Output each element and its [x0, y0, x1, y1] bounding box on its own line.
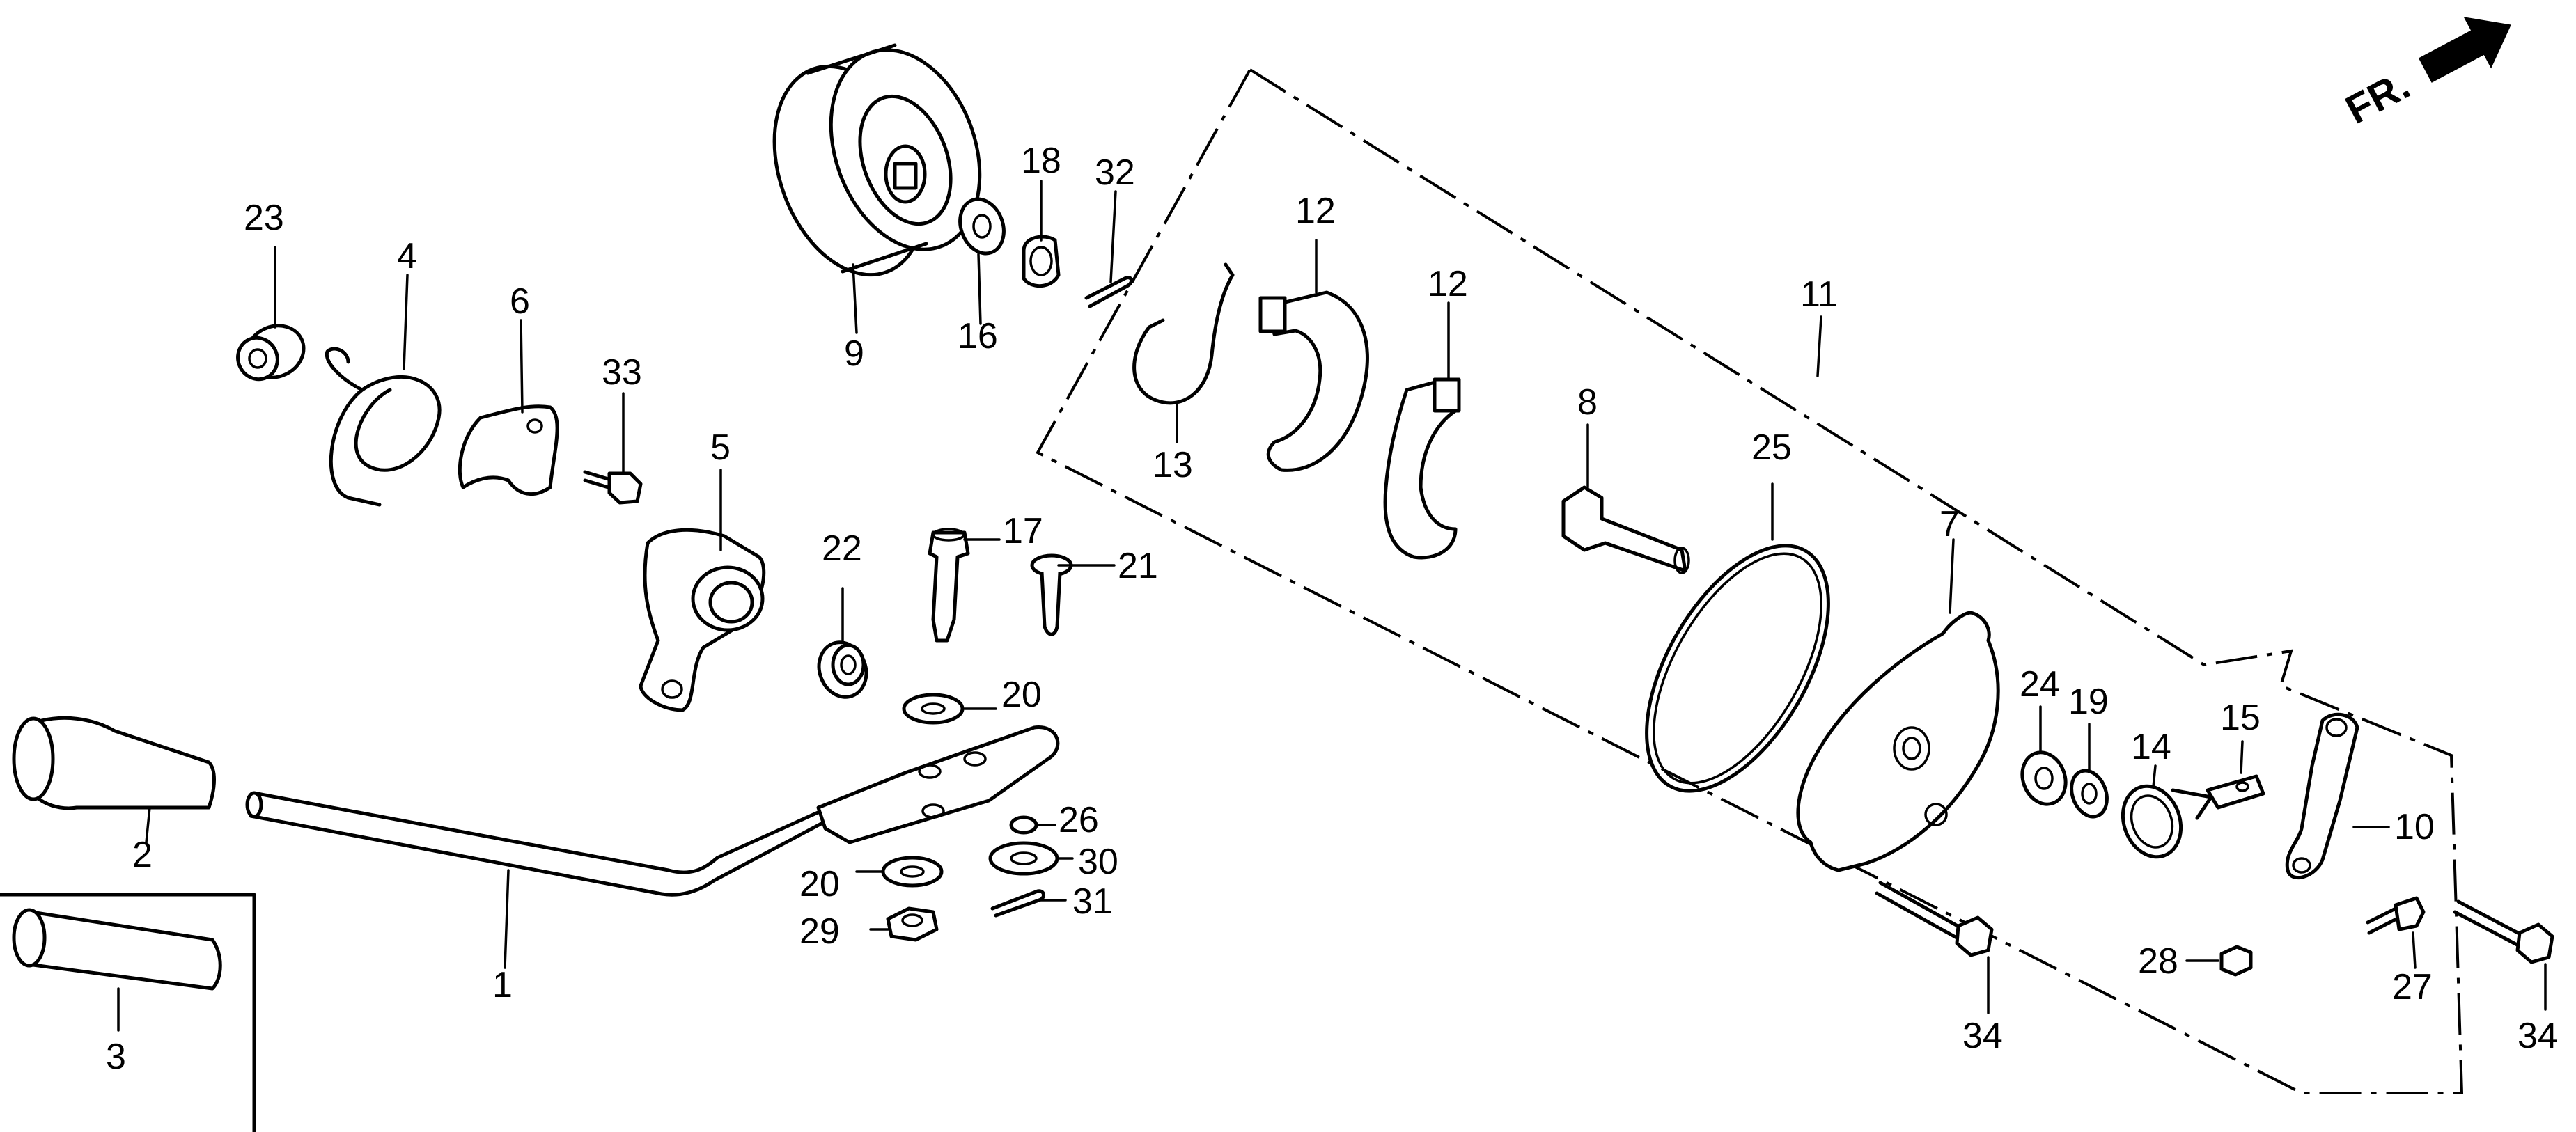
assembly-11-boundary — [1036, 68, 2464, 1094]
part-5-bracket — [639, 528, 766, 712]
label-34-left: 34 — [1962, 1016, 2003, 1056]
label-8: 8 — [1577, 382, 1598, 423]
part-7-cover — [1796, 611, 2000, 872]
part-20-washer-lower — [881, 856, 944, 888]
part-34-bolt-right — [2453, 899, 2554, 964]
part-21-pin — [1030, 553, 1073, 636]
label-11: 11 — [1800, 274, 1838, 315]
label-7: 7 — [1939, 504, 1960, 544]
label-28: 28 — [2138, 941, 2178, 982]
part-12-brake-shoe-right — [1383, 377, 1461, 560]
label-19: 19 — [2068, 682, 2109, 722]
label-9: 9 — [844, 333, 864, 374]
part-6-plate — [458, 404, 559, 496]
part-18-nut — [1022, 235, 1061, 288]
label-16: 16 — [958, 316, 998, 356]
part-1-lever — [245, 725, 1060, 897]
label-26: 26 — [1059, 800, 1099, 840]
part-23-bearing — [236, 324, 306, 382]
label-14: 14 — [2131, 727, 2171, 767]
part-14-spring — [2121, 784, 2213, 859]
label-6: 6 — [510, 281, 530, 322]
label-20-upper: 20 — [1001, 675, 1042, 715]
label-22: 22 — [822, 528, 862, 569]
part-27-bolt — [2366, 896, 2426, 935]
part-34-bolt-left — [1875, 881, 1994, 957]
part-2-grip — [12, 716, 216, 810]
part-3-tube — [12, 908, 222, 991]
label-15: 15 — [2220, 698, 2261, 738]
part-10-arm — [2285, 712, 2359, 880]
label-32: 32 — [1095, 152, 1135, 193]
part-29-nut — [886, 906, 939, 942]
part-16-washer — [958, 197, 1006, 256]
part-17-bolt — [928, 528, 970, 643]
label-27: 27 — [2392, 967, 2433, 1007]
part-31-cotter-pin — [990, 889, 1045, 918]
part-20-washer-upper — [902, 693, 965, 725]
label-10: 10 — [2394, 807, 2435, 847]
part-9-pulley — [772, 43, 982, 277]
part-28-nut — [2219, 945, 2253, 977]
label-17: 17 — [1003, 511, 1043, 551]
label-25: 25 — [1751, 427, 1792, 468]
label-12-left: 12 — [1295, 191, 1336, 231]
label-20-lower: 20 — [799, 864, 840, 904]
label-18: 18 — [1021, 141, 1061, 181]
front-marker-label: FR. — [2339, 63, 2417, 133]
label-5: 5 — [710, 427, 731, 468]
label-3: 3 — [106, 1037, 126, 1077]
front-direction-arrow: FR. — [2339, 17, 2511, 133]
label-13: 13 — [1153, 445, 1193, 485]
label-12-right: 12 — [1428, 264, 1468, 304]
part-4-spring — [325, 347, 442, 507]
label-30: 30 — [1078, 842, 1118, 882]
part-22-seal — [817, 640, 868, 699]
label-31: 31 — [1072, 881, 1113, 922]
label-29: 29 — [799, 911, 840, 952]
label-21: 21 — [1118, 546, 1158, 586]
part-24-bearing — [2020, 750, 2068, 806]
part-33-bolt — [583, 470, 643, 505]
label-2: 2 — [132, 835, 153, 875]
label-4: 4 — [397, 236, 417, 276]
callout-labels: 23 4 6 33 5 9 16 18 32 22 17 21 20 20 26… — [106, 141, 2558, 1077]
label-34-right: 34 — [2518, 1016, 2558, 1056]
label-33: 33 — [602, 352, 642, 393]
label-24: 24 — [2020, 664, 2060, 705]
label-1: 1 — [492, 965, 513, 1005]
label-23: 23 — [244, 198, 284, 238]
part-8-shaft — [1561, 485, 1690, 574]
part-26-washer — [1009, 815, 1038, 835]
part-19-washer — [2070, 769, 2109, 819]
part-25-o-ring — [1645, 544, 1830, 793]
part-12-brake-shoe-left — [1258, 290, 1369, 472]
part-32-cotter-pin — [1084, 276, 1134, 308]
part-3-box — [0, 893, 256, 1132]
front-arrow-icon — [2418, 17, 2511, 83]
part-13-clip — [1132, 262, 1235, 405]
part-15-bracket — [2206, 774, 2265, 810]
leader-lines — [117, 180, 2547, 1032]
part-30-washer — [988, 841, 1059, 876]
